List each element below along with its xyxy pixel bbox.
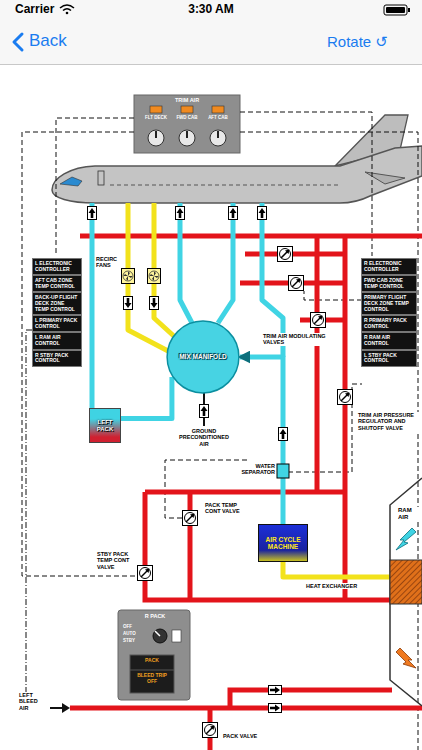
ground-air-check-valve	[200, 405, 209, 418]
pack-temp-valve	[183, 511, 198, 526]
controller-box: AFT CAB ZONE TEMP CONTROL	[32, 275, 82, 292]
node-text: R RAM AIR CONTROL	[364, 335, 414, 346]
callout-label: PACK TEMP CONT VALVE	[204, 502, 250, 515]
callout-label: LEFT BLEED AIR	[18, 692, 48, 711]
node-text: R PRIMARY PACK CONTROL	[364, 318, 414, 329]
heat-exchanger	[390, 560, 422, 604]
callout-label: RAM AIR	[397, 507, 419, 521]
controller-box: L ELECTRONIC CONTROLLER	[32, 258, 82, 275]
callout-label: WATER SEPARATOR	[230, 463, 276, 476]
node-text: LEFT PACK	[92, 419, 118, 433]
callout-label: AFT CAB	[204, 115, 232, 120]
wifi-icon	[60, 5, 74, 14]
controller-box: R PRIMARY PACK CONTROL	[361, 315, 417, 332]
recirc-pipes	[128, 203, 392, 577]
status-time: 3:30 AM	[171, 3, 251, 17]
callout-label: TRIM AIR MODULATING VALVES	[262, 333, 338, 346]
check-valve	[269, 704, 282, 713]
node-text: L ELECTRONIC CONTROLLER	[35, 261, 79, 272]
callout-label: R PACK	[136, 613, 174, 619]
callout-label: STBY	[122, 638, 136, 643]
nav-rotate: Rotate ↺	[326, 33, 389, 50]
pack-valve	[203, 723, 218, 738]
node-text: PRIMARY FLIGHT DECK ZONE TEMP CONTROL	[364, 295, 414, 312]
node-text: R STBY PACK CONTROL	[35, 353, 79, 364]
status-text: Carrier	[14, 3, 55, 17]
ram-exhaust-arrow	[396, 648, 416, 668]
callout-label: OFF	[122, 624, 133, 629]
node-text: L PRIMARY PACK CONTROL	[35, 318, 79, 329]
callout-label: TRIM AIR PRESSURE REGULATOR AND SHUTOFF …	[357, 412, 419, 431]
manifold-circle: MIX MANIFOLD	[166, 320, 240, 394]
callout-label: FWD CAB	[173, 115, 201, 120]
callout-label: TRIM AIR	[150, 97, 224, 103]
callout-label: PACK VALVE	[222, 733, 258, 739]
node-text: FWD CAB ZONE TEMP CONTROL	[364, 278, 414, 289]
airplane	[52, 115, 422, 203]
node-text: MIX MANIFOLD	[177, 353, 229, 360]
controller-box: L STBY PACK CONTROL	[361, 350, 417, 367]
node-text: AFT CAB ZONE TEMP CONTROL	[35, 278, 79, 289]
pack-box: LEFT PACK	[89, 408, 121, 443]
r-pack-panel	[118, 610, 190, 700]
node-text: BACK-UP FLIGHT DECK ZONE TEMP CONTROL	[35, 295, 79, 312]
water-separator	[277, 464, 289, 478]
back-chevron	[14, 34, 22, 50]
ram-air-duct	[390, 478, 422, 706]
trim-air-panel	[134, 95, 240, 153]
callout-label: BLEED TRIP OFF	[132, 673, 172, 685]
callout-label: STBY PACK TEMP CONT VALVE	[96, 551, 136, 570]
nav-back: Back	[28, 31, 68, 51]
callout-label: PACK	[132, 658, 172, 664]
air-duct-connector	[240, 357, 283, 524]
trim-air-valves	[278, 247, 353, 405]
recirc-fans	[122, 269, 161, 310]
callout-label: RECIRC FANS	[95, 256, 120, 269]
controller-box: L PRIMARY PACK CONTROL	[32, 315, 82, 332]
bleed-arrow	[50, 703, 70, 713]
fuselage-check-valves	[88, 207, 267, 220]
check-valve	[269, 686, 282, 695]
callout-label: HEAT EXCHANGER	[305, 583, 358, 589]
hot-air-pipes	[70, 236, 422, 750]
control-wires	[22, 112, 418, 750]
cold-air-pipes	[92, 203, 283, 408]
controller-box: BACK-UP FLIGHT DECK ZONE TEMP CONTROL	[32, 292, 82, 315]
controller-box: R ELECTRONIC CONTROLLER	[361, 258, 417, 275]
machine-box: AIR CYCLE MACHINE	[258, 524, 308, 562]
node-text: AIR CYCLE MACHINE	[261, 536, 305, 551]
controller-box: FWD CAB ZONE TEMP CONTROL	[361, 275, 417, 292]
controller-box: R STBY PACK CONTROL	[32, 350, 82, 367]
air-duct-connector	[121, 377, 172, 418]
nav-border	[0, 64, 422, 65]
controller-box: R RAM AIR CONTROL	[361, 332, 417, 349]
callout-label: FLT DECK	[142, 115, 170, 120]
ram-air-arrow	[396, 528, 416, 550]
callout-label: GROUND PRECONDITIONED AIR	[174, 428, 234, 447]
standby-wire	[26, 330, 32, 700]
callout-label: AUTO	[122, 631, 137, 636]
controller-box: L RAM AIR CONTROL	[32, 332, 82, 349]
controller-box: PRIMARY FLIGHT DECK ZONE TEMP CONTROL	[361, 292, 417, 315]
stby-pack-temp-valve	[138, 566, 153, 581]
nav-bar	[0, 0, 422, 64]
pack-check-valve	[279, 428, 288, 441]
node-text: L STBY PACK CONTROL	[364, 353, 414, 364]
node-text: R ELECTRONIC CONTROLLER	[364, 261, 414, 272]
node-text: L RAM AIR CONTROL	[35, 335, 79, 346]
battery-icon	[384, 5, 410, 15]
ground-air-line	[203, 392, 205, 426]
